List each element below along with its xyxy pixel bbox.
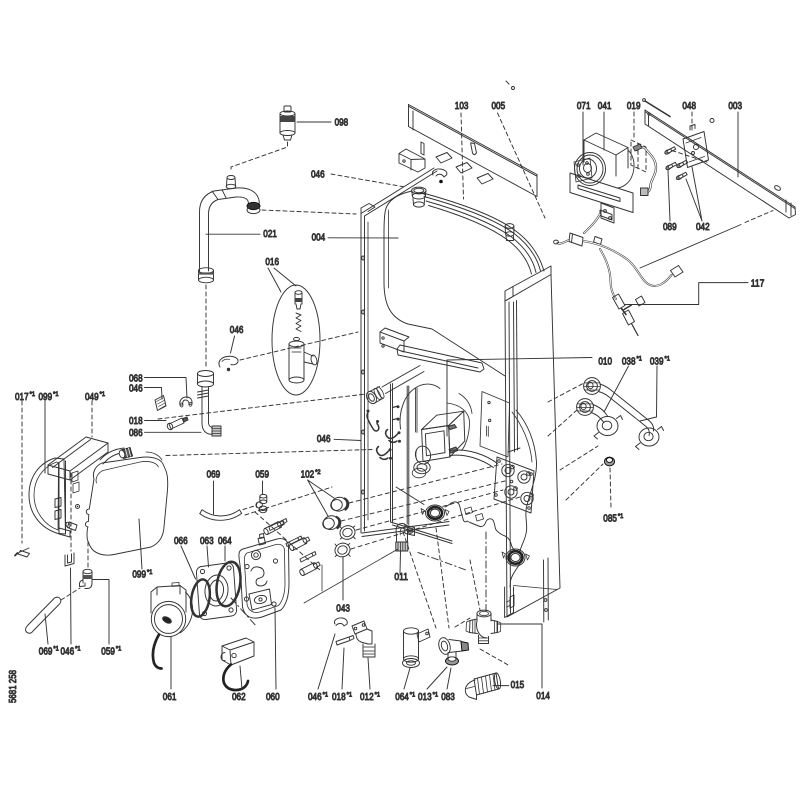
svg-text:*1: *1	[375, 692, 381, 698]
svg-text:046: 046	[308, 692, 322, 703]
svg-text:*1: *1	[53, 647, 59, 653]
svg-text:046: 046	[311, 170, 325, 181]
svg-text:*1: *1	[665, 357, 671, 363]
svg-text:014: 014	[536, 691, 550, 702]
svg-text:086: 086	[129, 428, 143, 439]
svg-text:*1: *1	[433, 692, 439, 698]
svg-text:068: 068	[129, 374, 143, 385]
svg-text:*1: *1	[637, 357, 643, 363]
svg-text:015: 015	[511, 680, 525, 691]
svg-text:*1: *1	[75, 647, 81, 653]
svg-text:039: 039	[650, 356, 664, 367]
svg-text:010: 010	[598, 356, 612, 367]
svg-text:063: 063	[200, 536, 214, 547]
svg-text:018: 018	[332, 692, 346, 703]
svg-text:046: 046	[61, 646, 75, 657]
svg-text:042: 042	[696, 222, 710, 233]
svg-text:*1: *1	[116, 647, 122, 653]
svg-text:069: 069	[39, 646, 53, 657]
svg-text:012: 012	[360, 692, 374, 703]
svg-text:059: 059	[255, 470, 269, 481]
svg-text:041: 041	[598, 101, 612, 112]
svg-text:019: 019	[627, 101, 641, 112]
svg-text:*2: *2	[315, 470, 321, 476]
svg-text:069: 069	[207, 470, 221, 481]
svg-text:038: 038	[622, 356, 636, 367]
svg-text:064: 064	[395, 692, 409, 703]
svg-text:046: 046	[317, 434, 331, 445]
svg-text:*1: *1	[323, 692, 329, 698]
svg-text:*1: *1	[100, 392, 106, 398]
svg-text:*1: *1	[410, 692, 416, 698]
svg-text:*1: *1	[347, 692, 353, 698]
svg-text:005: 005	[492, 101, 506, 112]
svg-text:102: 102	[301, 470, 315, 481]
svg-text:066: 066	[174, 536, 188, 547]
svg-text:060: 060	[266, 692, 280, 703]
svg-text:061: 061	[163, 692, 177, 703]
svg-text:046: 046	[129, 384, 143, 395]
svg-text:018: 018	[129, 416, 143, 427]
svg-text:071: 071	[577, 101, 591, 112]
svg-text:*1: *1	[53, 392, 59, 398]
svg-text:117: 117	[751, 278, 765, 289]
svg-text:046: 046	[230, 325, 244, 336]
svg-text:064: 064	[218, 536, 232, 547]
svg-text:049: 049	[85, 392, 99, 403]
svg-text:099: 099	[39, 392, 53, 403]
svg-text:048: 048	[682, 101, 696, 112]
svg-text:*1: *1	[147, 570, 153, 576]
svg-text:098: 098	[335, 118, 349, 129]
svg-text:003: 003	[728, 101, 742, 112]
svg-text:016: 016	[265, 257, 279, 268]
svg-text:004: 004	[312, 233, 326, 244]
svg-text:062: 062	[232, 692, 246, 703]
svg-text:085: 085	[603, 514, 617, 525]
svg-text:089: 089	[663, 222, 677, 233]
svg-text:083: 083	[441, 692, 455, 703]
svg-text:021: 021	[263, 229, 277, 240]
svg-text:5681 258: 5681 258	[8, 670, 19, 703]
svg-text:*1: *1	[618, 514, 624, 520]
svg-text:017: 017	[15, 392, 29, 403]
svg-text:013: 013	[418, 692, 432, 703]
svg-text:059: 059	[101, 646, 115, 657]
svg-text:043: 043	[336, 604, 350, 615]
svg-text:011: 011	[394, 572, 408, 583]
svg-text:103: 103	[455, 101, 469, 112]
svg-text:*1: *1	[30, 392, 36, 398]
svg-text:099: 099	[132, 570, 146, 581]
